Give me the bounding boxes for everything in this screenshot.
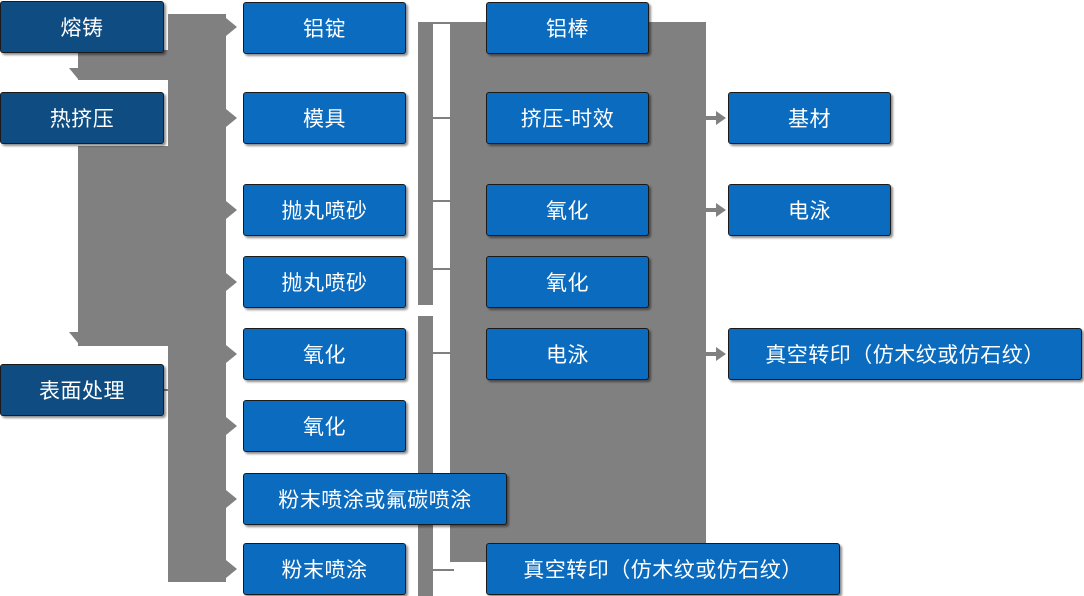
process-label-c3-0: 铝棒 — [546, 18, 589, 41]
process-box-c3-3[interactable]: 氧化 — [486, 256, 649, 308]
stage-label-melt: 熔铸 — [60, 17, 104, 40]
process-box-c2-0[interactable]: 铝锭 — [243, 2, 406, 54]
connector-melt-feeder — [78, 50, 174, 80]
process-box-c3-2[interactable]: 氧化 — [486, 184, 649, 236]
process-label-c2-3: 抛丸喷砂 — [281, 272, 368, 295]
process-label-c4-0: 基材 — [788, 108, 831, 131]
process-label-c2-6: 粉末喷涂或氟碳喷涂 — [278, 489, 472, 512]
stage-box-extrude[interactable]: 热挤压 — [0, 92, 164, 144]
process-label-c4-2: 真空转印（仿木纹或仿石纹） — [765, 344, 1045, 367]
connector-tie-3 — [432, 268, 454, 270]
connector-arrow-to-c2-2 — [226, 201, 237, 219]
process-label-c3-4: 电泳 — [546, 344, 589, 367]
process-box-c2-6[interactable]: 粉末喷涂或氟碳喷涂 — [243, 473, 507, 525]
connector-arrow-to-c2-3 — [226, 273, 237, 291]
connector-rail-left-lower — [418, 316, 433, 596]
process-box-c2-4[interactable]: 氧化 — [243, 328, 406, 380]
process-box-c4-2[interactable]: 真空转印（仿木纹或仿石纹） — [728, 328, 1082, 380]
connector-arrow-to-c2-4 — [226, 345, 237, 363]
stage-box-surface[interactable]: 表面处理 — [0, 364, 164, 416]
connector-arrow-to-c2-6 — [226, 490, 237, 508]
process-box-c3-1[interactable]: 挤压-时效 — [486, 92, 649, 144]
process-label-c2-2: 抛丸喷砂 — [281, 200, 368, 223]
connector-stage-trunk — [168, 14, 226, 582]
process-label-c2-4: 氧化 — [303, 344, 346, 367]
process-box-c2-1[interactable]: 模具 — [243, 92, 406, 144]
connector-tie-0 — [432, 22, 454, 24]
connector-arrow-to-c2-1 — [226, 109, 237, 127]
connector-extrude-feeder — [78, 146, 174, 346]
process-box-c2-5[interactable]: 氧化 — [243, 400, 406, 452]
connector-tie-5 — [432, 569, 454, 571]
process-label-c2-1: 模具 — [303, 108, 346, 131]
process-box-c4-1[interactable]: 电泳 — [728, 184, 891, 236]
process-label-c3-5: 真空转印（仿木纹或仿石纹） — [523, 559, 803, 582]
connector-tie-2 — [432, 200, 454, 202]
process-label-c3-2: 氧化 — [546, 200, 589, 223]
process-label-c4-1: 电泳 — [788, 200, 831, 223]
process-box-c3-5[interactable]: 真空转印（仿木纹或仿石纹） — [486, 543, 840, 595]
connector-rail-left — [418, 22, 433, 305]
process-box-c4-0[interactable]: 基材 — [728, 92, 891, 144]
stage-label-surface: 表面处理 — [39, 380, 125, 403]
process-label-c3-3: 氧化 — [546, 272, 589, 295]
connector-tie-1 — [432, 117, 454, 119]
connector-tie-4 — [432, 352, 454, 354]
connector-arrow-to-c2-0 — [226, 18, 237, 36]
process-label-c2-5: 氧化 — [303, 416, 346, 439]
process-box-c2-7[interactable]: 粉末喷涂 — [243, 543, 406, 595]
process-box-c3-0[interactable]: 铝棒 — [486, 2, 649, 54]
process-box-c2-3[interactable]: 抛丸喷砂 — [243, 256, 406, 308]
process-box-c3-4[interactable]: 电泳 — [486, 328, 649, 380]
stage-box-melt[interactable]: 熔铸 — [0, 1, 164, 53]
process-label-c3-1: 挤压-时效 — [520, 108, 615, 131]
connector-arrow-to-c2-7 — [226, 560, 237, 578]
process-label-c2-0: 铝锭 — [303, 18, 346, 41]
connector-arrow-to-c4-0 — [700, 109, 728, 127]
process-box-c2-2[interactable]: 抛丸喷砂 — [243, 184, 406, 236]
connector-arrow-to-c4-2 — [700, 345, 728, 363]
connector-arrow-to-c2-5 — [226, 417, 237, 435]
connector-arrow-to-c4-1 — [700, 201, 728, 219]
connector-surface-line — [164, 389, 180, 391]
stage-label-extrude: 热挤压 — [49, 108, 115, 131]
process-label-c2-7: 粉末喷涂 — [281, 559, 368, 582]
